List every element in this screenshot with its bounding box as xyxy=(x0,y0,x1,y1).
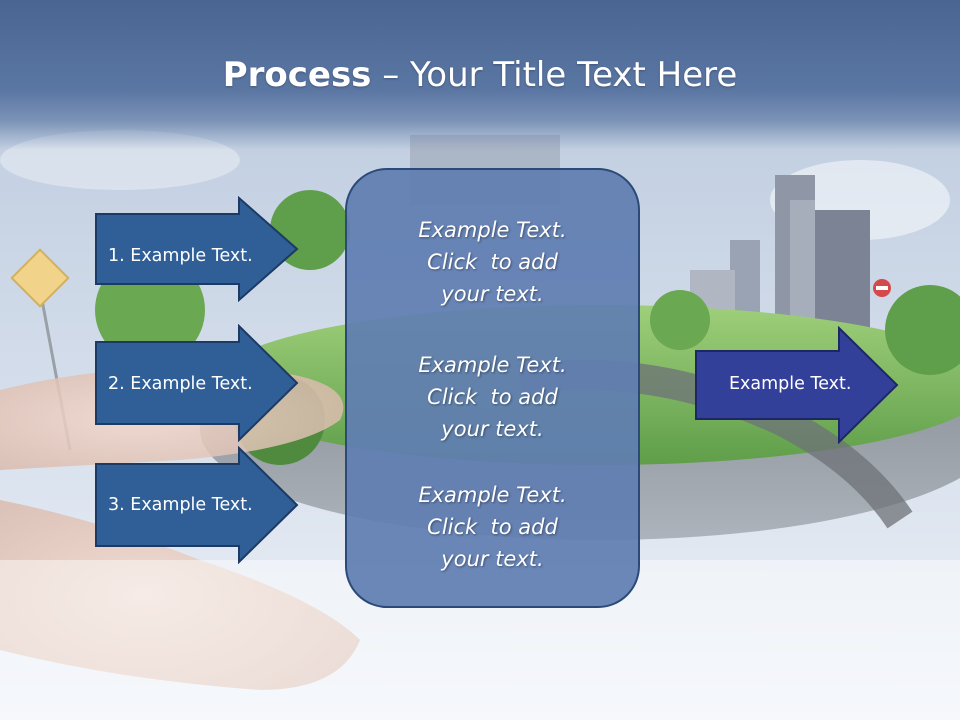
step-label-3: 3. Example Text. xyxy=(108,495,253,515)
slide-title[interactable]: Process – Your Title Text Here xyxy=(0,52,960,98)
box-line: Example Text. xyxy=(418,483,567,507)
center-text-box[interactable]: Example Text. Click to add your text. Ex… xyxy=(345,168,640,608)
title-bold: Process xyxy=(222,55,372,95)
step-arrow-1[interactable] xyxy=(94,196,300,302)
step-label-2: 2. Example Text. xyxy=(108,374,253,394)
box-paragraph-2: Example Text. Click to add your text. xyxy=(347,349,638,445)
box-line: Click to add xyxy=(427,385,558,409)
step-arrow-3[interactable] xyxy=(94,446,300,564)
result-label: Example Text. xyxy=(729,374,852,394)
box-line: Example Text. xyxy=(418,353,567,377)
box-line: your text. xyxy=(441,417,544,441)
step-arrow-2[interactable] xyxy=(94,324,300,442)
box-line: Click to add xyxy=(427,515,558,539)
title-rest: – Your Title Text Here xyxy=(371,55,738,95)
box-line: your text. xyxy=(441,282,544,306)
box-line: Click to add xyxy=(427,250,558,274)
box-line: your text. xyxy=(441,547,544,571)
title-bar xyxy=(0,0,960,150)
step-label-1: 1. Example Text. xyxy=(108,246,253,266)
box-paragraph-3: Example Text. Click to add your text. xyxy=(347,479,638,575)
box-paragraph-1: Example Text. Click to add your text. xyxy=(347,214,638,310)
result-arrow[interactable] xyxy=(694,326,900,444)
box-line: Example Text. xyxy=(418,218,567,242)
